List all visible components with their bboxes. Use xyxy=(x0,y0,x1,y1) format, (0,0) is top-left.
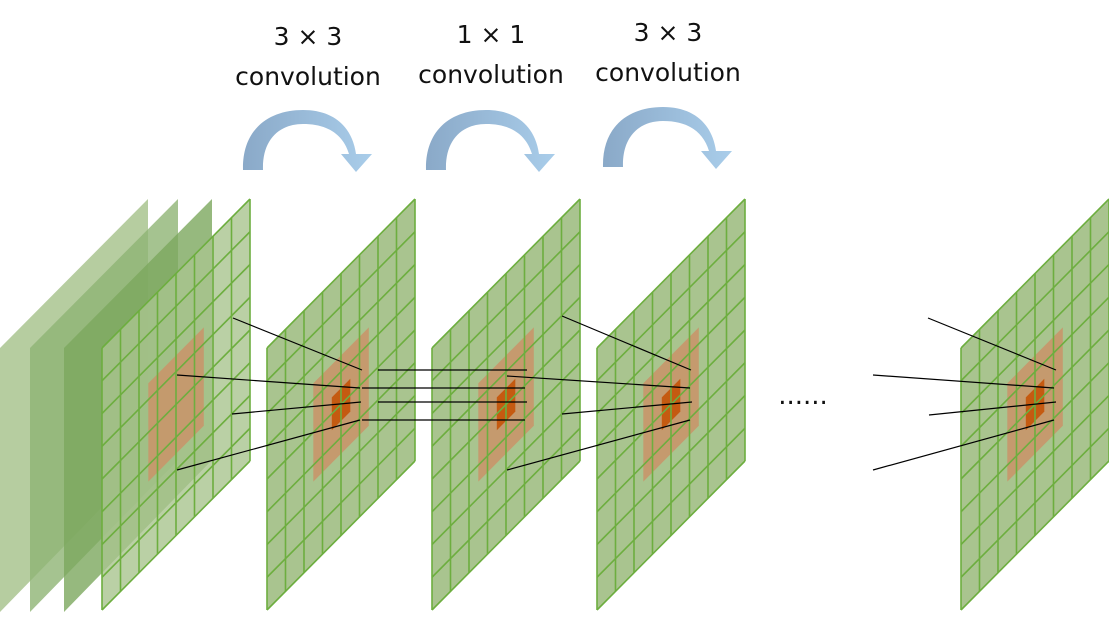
receptive-field-connectors xyxy=(176,315,1057,471)
curved-arrow-icon xyxy=(242,110,372,172)
grid-line xyxy=(596,394,746,546)
grid-line xyxy=(431,460,581,611)
feature-map-layer xyxy=(431,198,581,611)
connector-line xyxy=(928,401,1057,416)
grid-line xyxy=(960,394,1109,546)
connector-line xyxy=(561,401,693,415)
grid-line xyxy=(101,460,251,611)
connector-line xyxy=(561,315,692,371)
grid-line xyxy=(266,427,416,578)
grid-line xyxy=(266,460,416,611)
operation-name-label: convolution xyxy=(418,60,564,89)
connector-line xyxy=(232,317,363,371)
connector-line xyxy=(176,374,361,389)
grid-line xyxy=(101,427,251,578)
connector-line xyxy=(506,419,691,471)
connector-line xyxy=(872,419,1055,471)
connector-line xyxy=(872,374,1055,389)
grid-line xyxy=(431,394,581,546)
grid-line xyxy=(431,329,581,480)
operation-name-label: convolution xyxy=(595,58,741,87)
connector-line xyxy=(927,317,1057,371)
kernel-size-label: 3 × 3 xyxy=(634,18,703,47)
operation-labels: 3 × 3 convolution 1 × 1 convolution 3 × … xyxy=(235,18,741,91)
grid-line xyxy=(960,362,1109,513)
kernel-size-label: 3 × 3 xyxy=(274,22,343,51)
feature-map-layers xyxy=(101,198,1109,611)
operation-name-label: convolution xyxy=(235,62,381,91)
curved-arrow-icon xyxy=(425,110,555,172)
grid-line xyxy=(431,427,581,578)
input-feature-map xyxy=(101,198,251,611)
grid-line xyxy=(596,460,746,611)
connector-line xyxy=(231,401,362,415)
grid-line xyxy=(431,362,581,513)
connector-line xyxy=(176,419,361,471)
curved-arrow-icon xyxy=(602,107,732,169)
operation-arrows xyxy=(242,107,732,172)
grid-line xyxy=(960,427,1109,578)
ellipsis: ...... xyxy=(778,381,828,411)
grid-line xyxy=(596,362,746,513)
grid-line xyxy=(266,329,416,480)
grid-line xyxy=(596,427,746,578)
connector-line xyxy=(506,375,691,389)
kernel-size-label: 1 × 1 xyxy=(457,20,526,49)
feature-map-layer xyxy=(266,198,416,611)
grid-line xyxy=(960,460,1109,611)
grid-line xyxy=(101,394,251,546)
grid-line xyxy=(101,362,251,513)
grid-line xyxy=(101,329,251,480)
